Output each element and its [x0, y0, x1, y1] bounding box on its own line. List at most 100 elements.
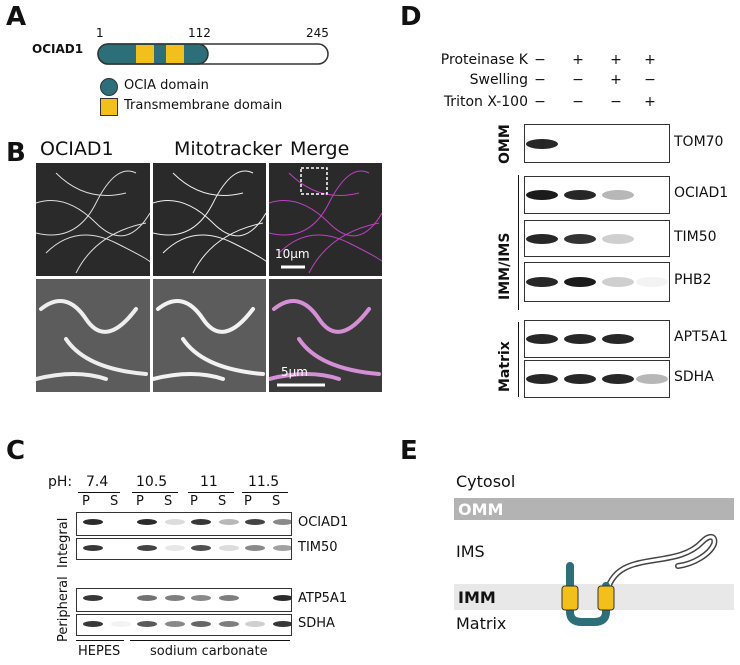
imm-ims-bracket [518, 175, 519, 310]
band [137, 595, 157, 601]
ph-label: pH: [48, 474, 73, 490]
panel-label-e: E [400, 436, 418, 466]
condition-sign: + [610, 72, 622, 88]
label-imm: IMM [458, 588, 496, 607]
condition-sign: + [644, 94, 656, 110]
blot-d-ociad1 [524, 176, 670, 214]
blot-d-apt5a1 [524, 320, 670, 358]
domain-schematic [97, 43, 329, 65]
blot-c-sdha [76, 614, 292, 636]
blot-label-ociad1: OCIAD1 [298, 515, 349, 530]
label-cytosol: Cytosol [456, 472, 516, 491]
image-ociad1-overview [36, 163, 150, 276]
blot-c-tim50 [76, 538, 292, 560]
band [245, 545, 265, 551]
condition-sign: − [610, 94, 622, 110]
ph-11: 11 [200, 474, 218, 490]
blot-label-atp5a1: ATP5A1 [298, 591, 348, 606]
blot-label-tim50: TIM50 [298, 540, 338, 555]
condition-sign: − [572, 72, 584, 88]
blot-d-sdha [524, 360, 670, 398]
ph-underline-1 [78, 492, 120, 493]
panel-label-c: C [6, 436, 26, 466]
band [165, 519, 185, 525]
band [165, 595, 185, 601]
band [273, 519, 291, 525]
compartment-matrix: Matrix [497, 341, 513, 392]
blot-label-sdha: SDHA [298, 616, 335, 631]
panel-label-d: D [400, 2, 422, 32]
header-mitotracker: Mitotracker [174, 138, 282, 160]
band [526, 190, 558, 200]
band [83, 545, 103, 551]
tick-1: 1 [96, 26, 104, 40]
buffer-line-carbonate [130, 640, 290, 641]
band [526, 233, 558, 244]
omm-membrane [454, 498, 734, 520]
band [219, 595, 239, 601]
blot-label-d-sdha: SDHA [674, 369, 714, 385]
band [526, 277, 558, 287]
condition-sign: − [534, 94, 546, 110]
image-mitotracker-zoom [153, 279, 266, 392]
blot-label-phb2: PHB2 [674, 272, 712, 288]
band [602, 334, 634, 344]
label-matrix: Matrix [456, 614, 507, 633]
band [137, 621, 157, 627]
ph-7-4: 7.4 [86, 474, 109, 490]
matrix-bracket [518, 322, 519, 397]
band [564, 233, 596, 244]
band [273, 621, 291, 627]
condition-sign: + [644, 52, 656, 68]
legend-tm: Transmembrane domain [124, 98, 283, 113]
band [83, 621, 103, 627]
imm-membrane [454, 584, 734, 610]
buffer-carbonate: sodium carbonate [150, 644, 268, 659]
band [191, 621, 211, 627]
band [564, 334, 596, 344]
condition-sign: + [610, 52, 622, 68]
cond-proteinase-k: Proteinase K [440, 52, 528, 68]
condition-sign: − [534, 52, 546, 68]
band [602, 233, 634, 244]
band [564, 277, 596, 287]
band [526, 374, 558, 384]
band [219, 519, 239, 525]
blot-c-ociad1 [76, 512, 292, 536]
buffer-hepes: HEPES [78, 644, 121, 659]
blot-label-d-tim50: TIM50 [674, 229, 717, 245]
condition-sign: − [644, 72, 656, 88]
band [273, 545, 291, 551]
band [636, 277, 668, 287]
condition-sign: − [572, 94, 584, 110]
image-merge-zoom: 5µm [269, 279, 382, 392]
protein-name: OCIAD1 [32, 42, 84, 56]
band [219, 545, 239, 551]
header-merge: Merge [290, 138, 350, 160]
band [602, 374, 634, 384]
panel-label-b: B [6, 138, 26, 168]
lane-label: P [136, 494, 144, 509]
scale-bar-10um: 10µm [275, 247, 310, 261]
band [636, 374, 668, 384]
blot-label-d-ociad1: OCIAD1 [674, 185, 729, 201]
label-ims: IMS [456, 542, 485, 561]
ociad1-topology [561, 534, 718, 626]
band [191, 545, 211, 551]
band [273, 595, 291, 601]
image-ociad1-zoom [36, 279, 150, 392]
cond-triton: Triton X-100 [443, 94, 528, 110]
compartment-omm: OMM [497, 124, 513, 164]
band [526, 334, 558, 344]
band [564, 374, 596, 384]
blot-d-tom70 [524, 124, 670, 163]
band [602, 190, 634, 200]
blot-d-tim50 [524, 220, 670, 257]
buffer-line-hepes [76, 640, 124, 641]
lane-label: P [82, 494, 90, 509]
band [165, 545, 185, 551]
tm-legend-swatch [100, 98, 118, 116]
tick-112: 112 [188, 26, 211, 40]
lane-label: S [272, 494, 281, 509]
ph-underline-3 [188, 492, 234, 493]
